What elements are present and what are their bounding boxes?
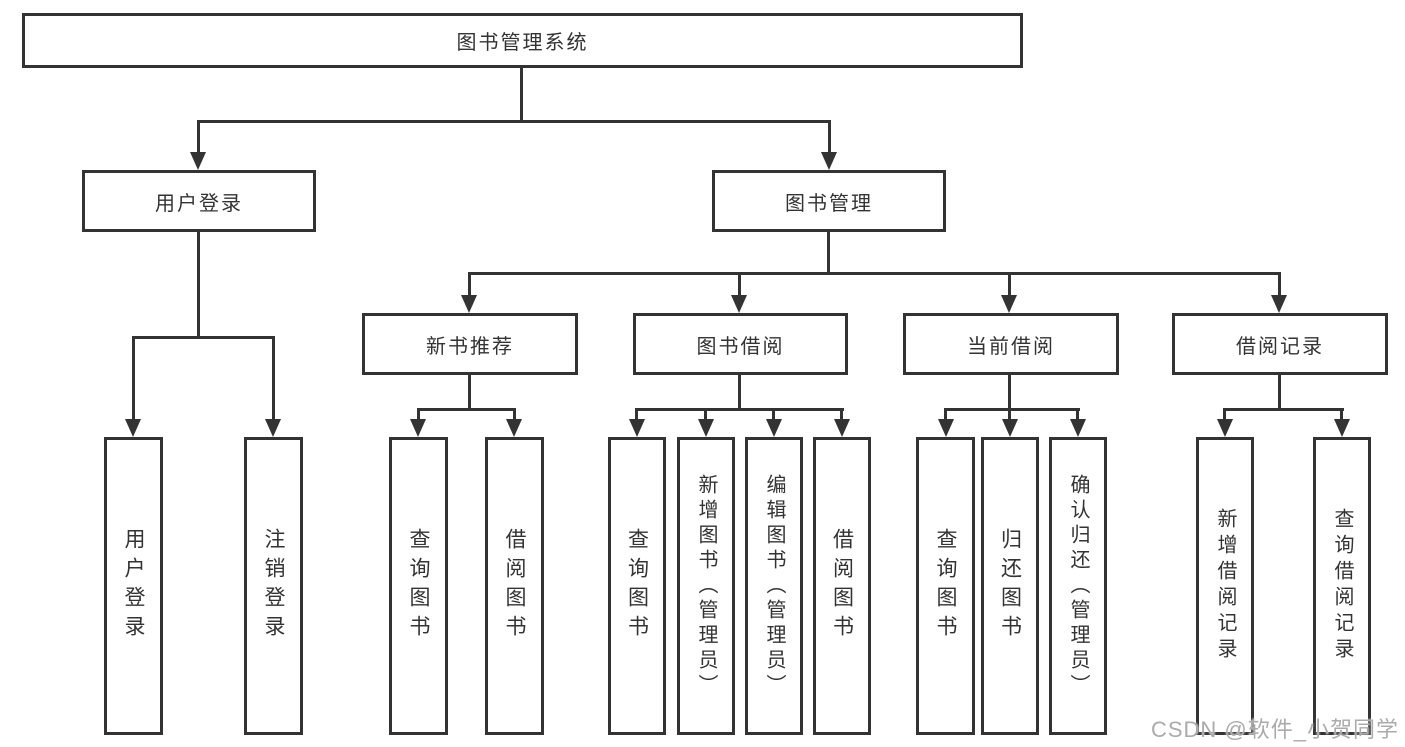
arrowhead-down-icon [1217, 419, 1233, 437]
connector-drop-leaf [944, 408, 947, 421]
arrowhead-down-icon [410, 419, 426, 437]
leaf-label: 确认归还（管理员） [1067, 473, 1089, 699]
connector-drop-leaf [1223, 408, 1226, 421]
node-user-login: 用户登录 [82, 170, 316, 232]
leaf-label: 用户登录 [122, 528, 145, 644]
connector-drop-current-borrow [1008, 272, 1011, 296]
leaf-label: 查询图书 [934, 528, 957, 644]
node-new-book-recommend-label: 新书推荐 [426, 335, 514, 358]
arrowhead-down-icon [938, 419, 954, 437]
node-root-label: 图书管理系统 [456, 32, 589, 54]
node-user-login-label: 用户登录 [155, 192, 243, 215]
connector-user-login-branch [132, 336, 275, 339]
arrowhead-down-icon [265, 419, 281, 437]
leaf-recommend-query-books: 查询图书 [389, 437, 448, 735]
arrowhead-down-icon [1334, 419, 1350, 437]
connector-drop-leaf [635, 408, 638, 421]
node-book-management: 图书管理 [712, 170, 946, 232]
leaf-borrow-query-books: 查询图书 [608, 437, 666, 735]
arrowhead-down-icon [629, 419, 645, 437]
connector-drop-leaf [132, 336, 135, 420]
connector-root-stem [520, 68, 523, 122]
leaf-label: 新增图书（管理员） [695, 473, 717, 699]
node-root: 图书管理系统 [22, 13, 1023, 68]
node-book-management-label: 图书管理 [785, 192, 873, 215]
connector-drop-book-management [828, 120, 831, 156]
connector-book-management-stem [827, 232, 830, 272]
csdn-watermark: CSDN @软件_小贺同学 [1150, 717, 1399, 742]
node-new-book-recommend: 新书推荐 [362, 313, 578, 375]
connector-drop-leaf [1076, 408, 1079, 421]
connector-borrow-stem [738, 375, 741, 408]
leaf-user-login-login: 用户登录 [104, 437, 163, 735]
connector-user-login-stem [197, 232, 200, 336]
leaf-borrow-edit-books-admin: 编辑图书（管理员） [745, 437, 803, 735]
node-borrow-records: 借阅记录 [1172, 313, 1388, 375]
connector-drop-book-borrow [738, 272, 741, 296]
arrowhead-down-icon [1001, 295, 1017, 313]
connector-drop-leaf [1008, 408, 1011, 421]
connector-root-branch [197, 120, 831, 123]
connector-drop-leaf [272, 336, 275, 420]
arrowhead-down-icon [821, 152, 837, 170]
connector-drop-borrow-records [1278, 272, 1281, 296]
connector-drop-leaf [513, 408, 516, 421]
connector-current-stem [1008, 375, 1011, 408]
leaf-records-add-record: 新增借阅记录 [1196, 437, 1254, 735]
arrowhead-down-icon [190, 152, 206, 170]
leaf-borrow-add-books-admin: 新增图书（管理员） [677, 437, 735, 735]
connector-drop-new-book-recommend [468, 272, 471, 296]
leaf-current-return-books: 归还图书 [981, 437, 1039, 735]
connector-drop-leaf [1340, 408, 1343, 421]
connector-drop-leaf [772, 408, 775, 421]
leaf-user-login-logout: 注销登录 [244, 437, 303, 735]
node-book-borrow: 图书借阅 [633, 313, 848, 375]
node-borrow-records-label: 借阅记录 [1236, 335, 1324, 358]
arrowhead-down-icon [125, 419, 141, 437]
connector-borrow-branch [635, 408, 844, 411]
connector-drop-leaf [417, 408, 420, 421]
leaf-current-confirm-return-admin: 确认归还（管理员） [1049, 437, 1107, 735]
connector-book-management-branch [468, 272, 1281, 275]
connector-records-stem [1278, 375, 1281, 408]
arrowhead-down-icon [1002, 419, 1018, 437]
connector-drop-leaf [704, 408, 707, 421]
leaf-label: 查询图书 [625, 528, 649, 644]
arrowhead-down-icon [461, 295, 477, 313]
connector-records-branch [1223, 408, 1344, 411]
leaf-label: 注销登录 [262, 528, 285, 644]
arrowhead-down-icon [731, 295, 747, 313]
leaf-label: 新增借阅记录 [1214, 508, 1236, 664]
connector-drop-leaf [840, 408, 843, 421]
leaf-label: 查询图书 [407, 528, 430, 644]
connector-recommend-stem [468, 375, 471, 408]
leaf-recommend-borrow-books: 借阅图书 [485, 437, 544, 735]
leaf-label: 归还图书 [998, 528, 1022, 644]
arrowhead-down-icon [1271, 295, 1287, 313]
leaf-label: 借阅图书 [830, 528, 854, 644]
connector-current-branch [944, 408, 1080, 411]
arrowhead-down-icon [766, 419, 782, 437]
node-current-borrow: 当前借阅 [903, 313, 1119, 375]
connector-drop-user-login [197, 120, 200, 156]
arrowhead-down-icon [506, 419, 522, 437]
leaf-label: 借阅图书 [503, 528, 526, 644]
arrowhead-down-icon [1070, 419, 1086, 437]
leaf-label: 查询借阅记录 [1331, 508, 1353, 664]
arrowhead-down-icon [834, 419, 850, 437]
node-current-borrow-label: 当前借阅 [967, 335, 1055, 358]
leaf-borrow-borrow-books: 借阅图书 [813, 437, 871, 735]
leaf-label: 编辑图书（管理员） [763, 473, 785, 699]
leaf-current-query-books: 查询图书 [916, 437, 975, 735]
leaf-records-query-record: 查询借阅记录 [1313, 437, 1371, 735]
connector-recommend-branch [417, 408, 516, 411]
arrowhead-down-icon [698, 419, 714, 437]
node-book-borrow-label: 图书借阅 [696, 335, 785, 358]
